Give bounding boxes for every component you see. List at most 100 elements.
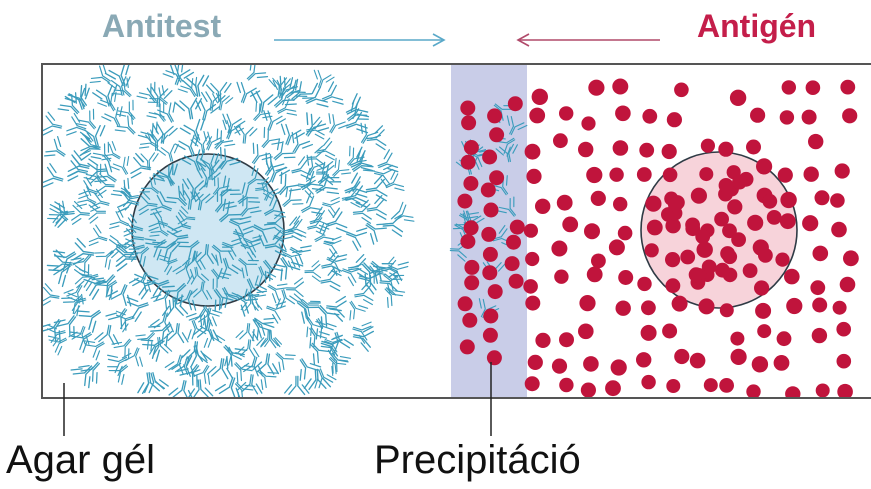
antibody-icon bbox=[345, 227, 368, 252]
antigen-icon bbox=[727, 199, 743, 215]
antibody-icon bbox=[379, 270, 399, 296]
antibody-icon bbox=[109, 208, 129, 229]
antibody-icon bbox=[186, 266, 210, 285]
antigen-icon bbox=[615, 300, 631, 316]
antibody-icon bbox=[130, 152, 152, 179]
antibody-icon bbox=[152, 123, 178, 144]
antigen-icon bbox=[608, 239, 625, 256]
antibody-icon bbox=[347, 145, 367, 166]
antigen-icon bbox=[810, 280, 826, 296]
antigen-icon bbox=[775, 252, 790, 267]
antibody-icon bbox=[205, 81, 232, 102]
antigen-icon bbox=[586, 266, 603, 283]
antigen-icon bbox=[665, 252, 681, 268]
antigen-icon bbox=[482, 265, 498, 281]
antibody-icon bbox=[107, 354, 128, 377]
antigen-icon bbox=[523, 223, 539, 238]
antibody-icon bbox=[220, 287, 243, 309]
antibody-icon bbox=[135, 331, 155, 352]
antibody-icon bbox=[383, 273, 405, 294]
antibody-icon bbox=[168, 379, 195, 398]
antigen-icon bbox=[755, 302, 772, 319]
antigen-icon bbox=[803, 166, 819, 182]
antigen-icon bbox=[551, 358, 568, 374]
antigen-icon bbox=[531, 88, 548, 106]
antigen-icon bbox=[840, 79, 856, 95]
antibody-icon bbox=[64, 87, 90, 110]
antibody-icon bbox=[92, 84, 118, 107]
antigen-icon bbox=[699, 167, 714, 182]
antigen-icon bbox=[523, 279, 538, 294]
antibody-icon bbox=[164, 354, 189, 375]
antibody-icon bbox=[374, 164, 394, 188]
antibody-icon bbox=[169, 64, 195, 86]
antigen-icon bbox=[642, 108, 658, 124]
antigen-icon bbox=[487, 284, 503, 300]
antigen-icon bbox=[482, 149, 498, 165]
antigen-icon bbox=[701, 259, 717, 275]
antibody-icon bbox=[70, 254, 92, 276]
antigen-icon bbox=[489, 127, 505, 143]
antigen-icon bbox=[811, 327, 828, 344]
antibody-icon bbox=[320, 266, 341, 292]
antibody-icon bbox=[195, 100, 220, 121]
antibody-icon bbox=[234, 125, 258, 144]
antigen-icon bbox=[641, 300, 656, 316]
antibody-icon bbox=[354, 281, 374, 306]
antibody-icon bbox=[181, 74, 210, 97]
antibody-icon bbox=[381, 256, 399, 278]
antigen-icon bbox=[460, 234, 476, 249]
antigen-icon bbox=[580, 382, 597, 398]
antibody-icon bbox=[146, 86, 173, 108]
antibody-icon bbox=[162, 296, 189, 318]
antigen-icon bbox=[525, 251, 540, 267]
antigen-icon bbox=[461, 115, 477, 131]
antigen-icon bbox=[718, 178, 734, 193]
antibody-icon bbox=[212, 176, 232, 196]
antigen-icon bbox=[553, 133, 568, 149]
antigen-icon bbox=[507, 96, 523, 112]
antigen-icon bbox=[730, 331, 745, 346]
antibody-icon bbox=[140, 338, 165, 362]
antibody-icon bbox=[172, 259, 195, 280]
antibody-icon bbox=[128, 246, 150, 267]
antibody-icon bbox=[326, 254, 348, 276]
antibody-icon bbox=[349, 146, 374, 172]
antibody-icon bbox=[385, 170, 405, 192]
antibody-icon bbox=[219, 175, 242, 198]
antibody-icon bbox=[260, 330, 283, 348]
antigen-icon bbox=[751, 356, 769, 373]
antibody-icon bbox=[149, 218, 169, 237]
antibody-label: Antitest bbox=[102, 8, 222, 44]
antibody-icon bbox=[107, 284, 132, 307]
antigen-icon bbox=[527, 354, 543, 370]
antibody-icon bbox=[117, 186, 140, 213]
antibody-icon bbox=[144, 238, 167, 261]
antigen-icon bbox=[578, 141, 594, 158]
antigen-icon bbox=[750, 107, 766, 123]
antigen-icon bbox=[457, 296, 473, 312]
antigen-icon bbox=[666, 379, 681, 393]
antibody-icon bbox=[152, 240, 177, 265]
antibody-icon bbox=[291, 78, 315, 102]
antibody-icon bbox=[190, 135, 213, 154]
antigen-icon bbox=[665, 278, 681, 294]
antibody-icon bbox=[187, 319, 210, 340]
antibody-icon bbox=[108, 235, 127, 259]
antigen-icon bbox=[661, 143, 677, 160]
antibody-icon bbox=[180, 148, 205, 172]
antibody-icon bbox=[263, 110, 286, 131]
antigen-icon bbox=[504, 256, 520, 272]
antigen-icon bbox=[836, 321, 851, 337]
antibody-icon bbox=[280, 256, 304, 281]
antibody-icon bbox=[305, 82, 329, 108]
antibody-icon bbox=[306, 154, 327, 176]
antibody-icon bbox=[328, 356, 349, 377]
antigen-icon bbox=[814, 190, 830, 206]
antibody-icon bbox=[52, 250, 77, 274]
antigen-icon bbox=[529, 107, 546, 124]
antigen-icon bbox=[773, 355, 790, 371]
antigen-icon bbox=[812, 245, 829, 262]
antigen-icon bbox=[843, 250, 859, 267]
antibody-icon bbox=[284, 375, 310, 396]
